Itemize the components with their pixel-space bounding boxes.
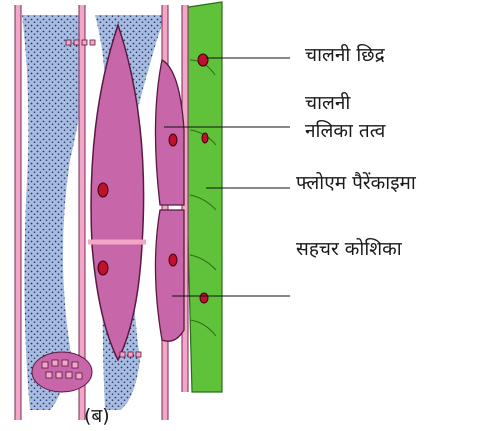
- label-phloem-parenchyma: फ्लोएम पैरेंकाइमा: [296, 172, 416, 196]
- label-sieve-tube-line2: नलिका तत्व: [305, 120, 385, 144]
- label-sieve-pore: चालनी छिद्र: [305, 44, 385, 68]
- figure-caption: (ब): [84, 402, 110, 428]
- label-sieve-tube-line1: चालनी: [305, 92, 350, 116]
- label-companion-cell: सहचर कोशिका: [296, 238, 402, 262]
- companion-cells: [155, 60, 184, 341]
